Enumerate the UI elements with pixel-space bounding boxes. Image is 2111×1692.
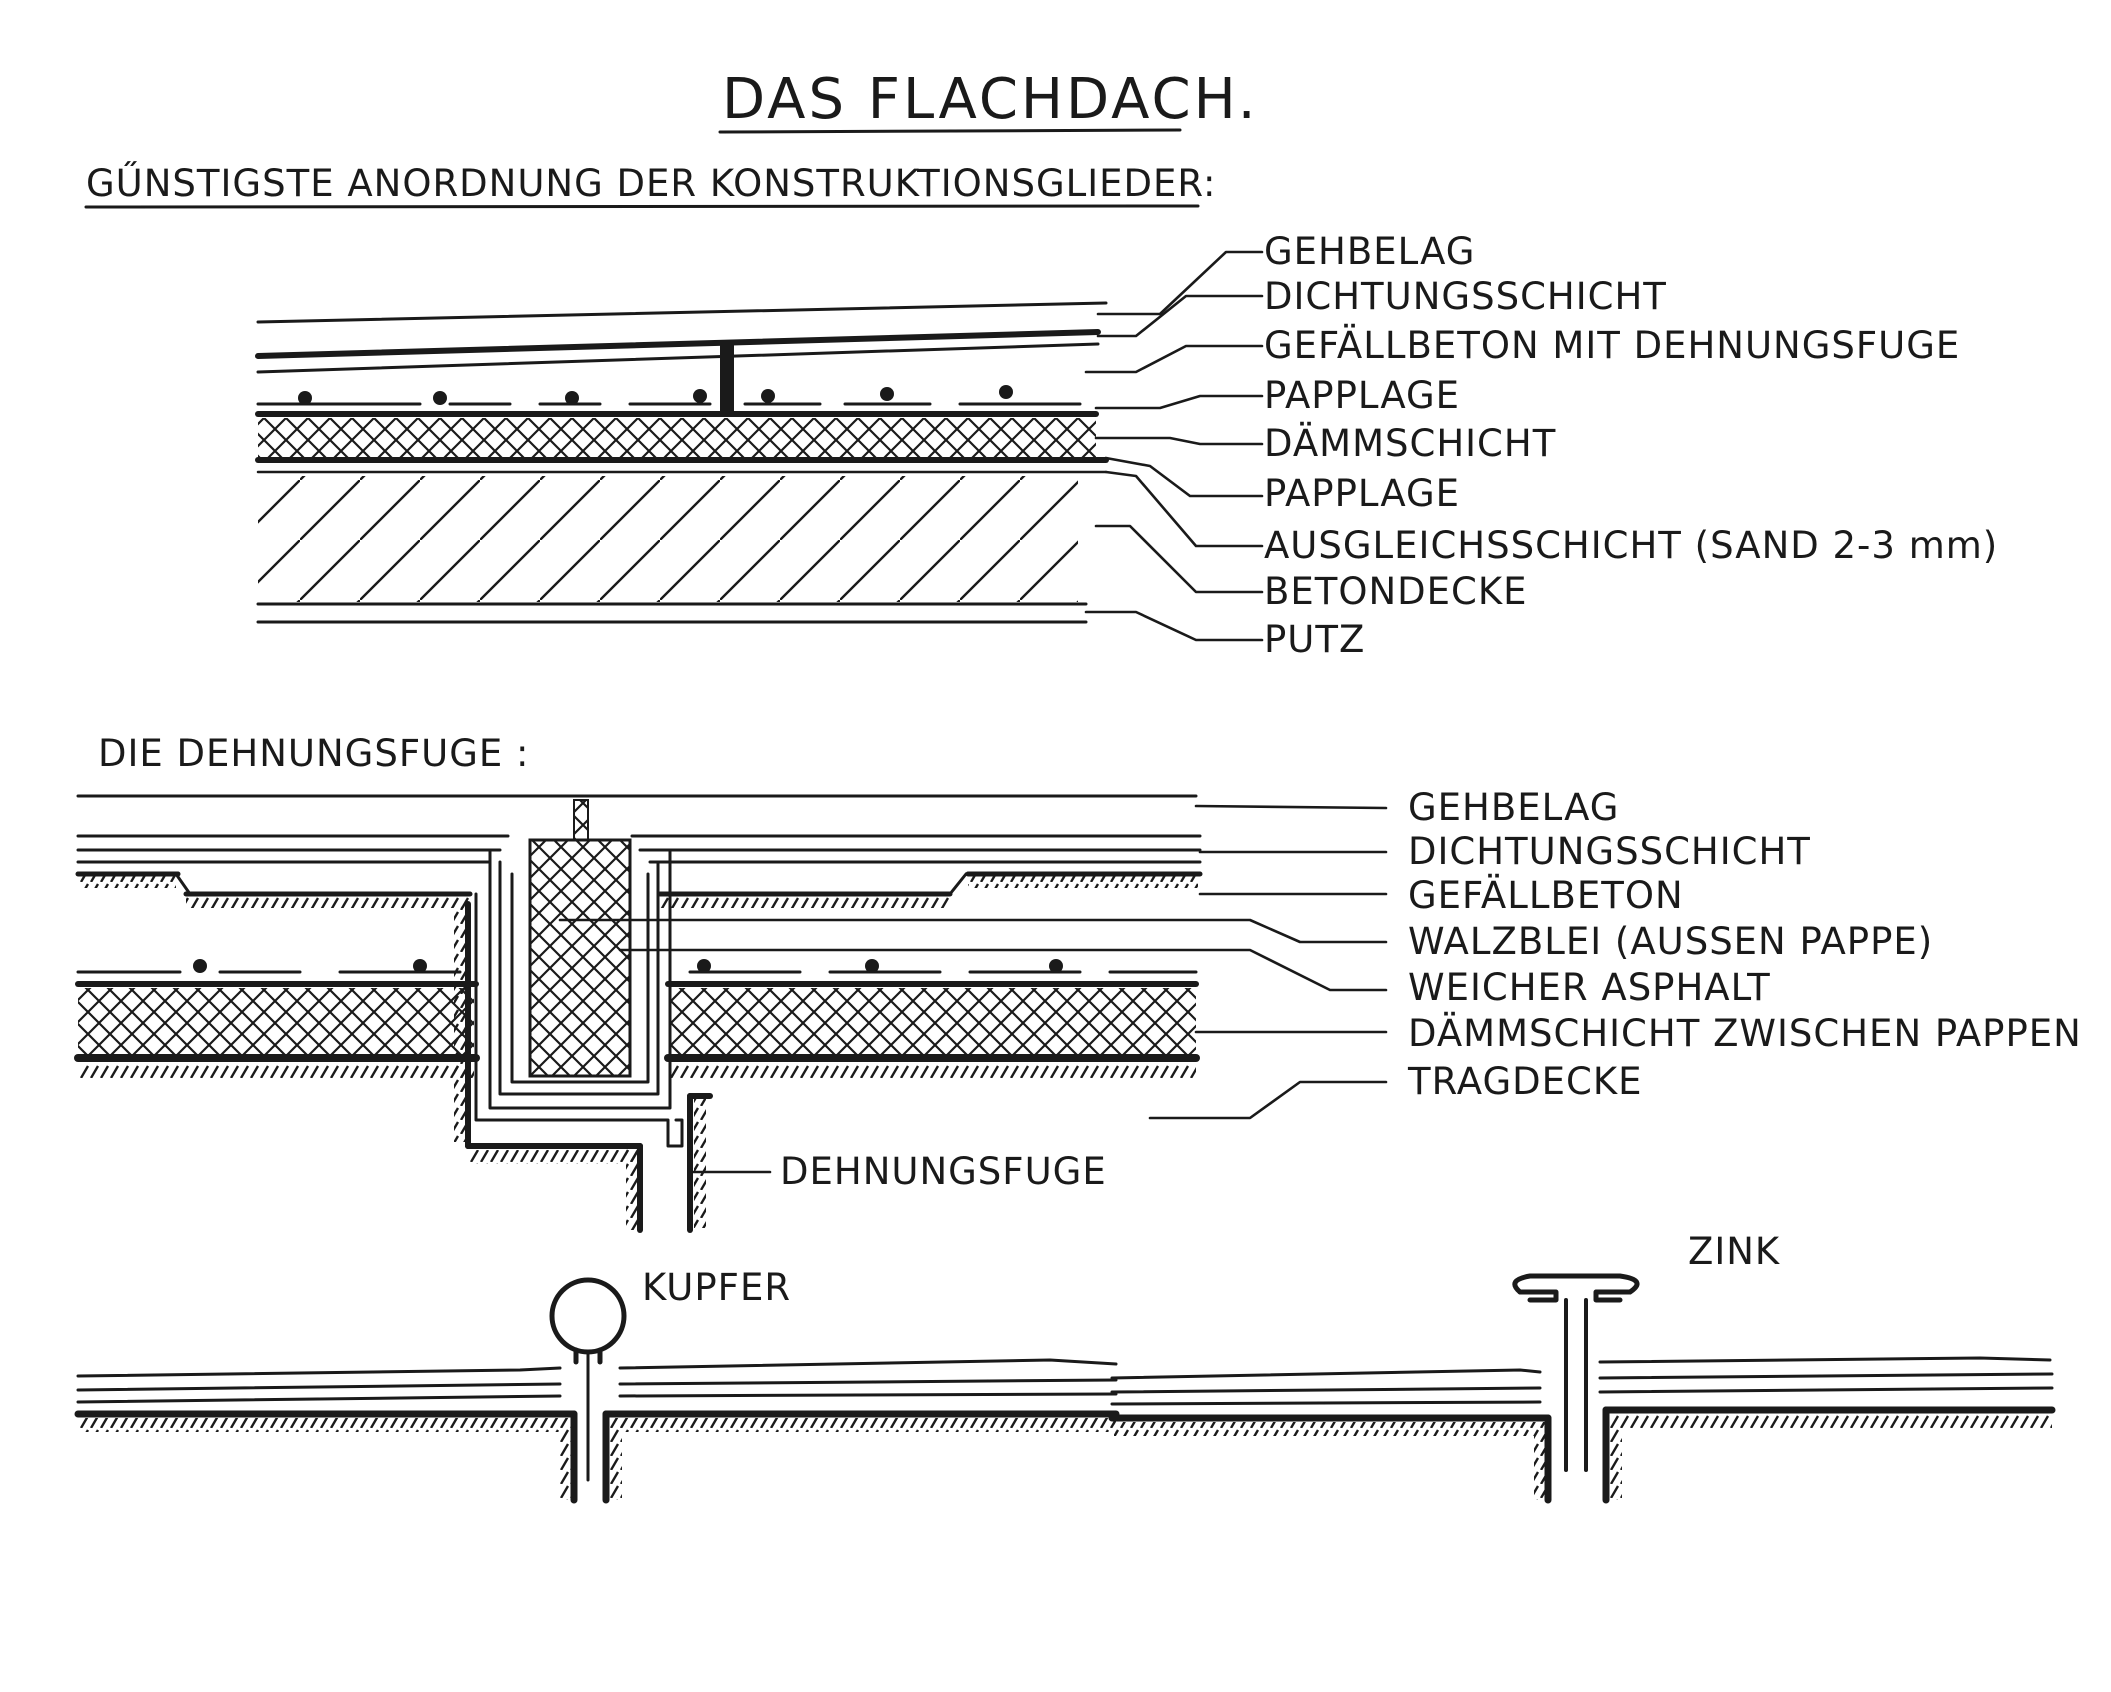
joint-label-dichtungsschicht: DICHTUNGSSCHICHT bbox=[1408, 830, 1811, 873]
label-dichtungsschicht: DICHTUNGSSCHICHT bbox=[1264, 275, 1667, 318]
page-subtitle: GŰNSTIGSTE ANORDNUNG DER KONSTRUKTIONSGL… bbox=[86, 161, 1216, 205]
label-betondecke: BETONDECKE bbox=[1264, 570, 1528, 613]
roof-section-drawing bbox=[255, 250, 1264, 642]
detail-label-kupfer: KUPFER bbox=[642, 1266, 791, 1309]
joint-label-gehbelag: GEHBELAG bbox=[1408, 786, 1619, 829]
joint-label-tragdecke: TRAGDECKE bbox=[1407, 1060, 1643, 1103]
page-title: DAS FLACHDACH. bbox=[722, 67, 1259, 132]
label-papplage-lower: PAPPLAGE bbox=[1264, 472, 1460, 515]
label-daemmschicht: DÄMMSCHICHT bbox=[1264, 422, 1556, 465]
joint-section-drawing bbox=[74, 794, 1388, 1233]
label-papplage-upper: PAPPLAGE bbox=[1264, 374, 1460, 417]
detail-zink-drawing bbox=[1108, 1273, 2056, 1504]
subtitle-underline bbox=[84, 204, 1200, 209]
title-underline bbox=[718, 128, 1182, 134]
label-ausgleichsschicht: AUSGLEICHSSCHICHT (SAND 2-3 mm) bbox=[1264, 524, 1998, 567]
joint-label-dehnungsfuge: DEHNUNGSFUGE bbox=[780, 1150, 1107, 1193]
joint-label-weicher-asphalt: WEICHER ASPHALT bbox=[1408, 966, 1771, 1009]
joint-label-walzblei: WALZBLEI (AUSSEN PAPPE) bbox=[1408, 920, 1933, 963]
detail-kupfer-drawing bbox=[74, 1277, 1120, 1504]
label-gehbelag: GEHBELAG bbox=[1264, 230, 1475, 273]
joint-label-gefaellbeton: GEFÄLLBETON bbox=[1408, 874, 1684, 917]
joint-label-daemmschicht-zwischen-pappen: DÄMMSCHICHT ZWISCHEN PAPPEN bbox=[1408, 1012, 2082, 1055]
label-putz: PUTZ bbox=[1264, 618, 1365, 661]
label-gefaellbeton-mit-dehnungsfuge: GEFÄLLBETON MIT DEHNUNGSFUGE bbox=[1264, 324, 1960, 367]
joint-section-heading: DIE DEHNUNGSFUGE : bbox=[98, 732, 529, 775]
detail-label-zink: ZINK bbox=[1688, 1230, 1781, 1273]
roof-section-labels: GEHBELAG DICHTUNGSSCHICHT GEFÄLLBETON MI… bbox=[1264, 230, 1998, 661]
joint-section-labels: GEHBELAG DICHTUNGSSCHICHT GEFÄLLBETON WA… bbox=[780, 786, 2082, 1193]
